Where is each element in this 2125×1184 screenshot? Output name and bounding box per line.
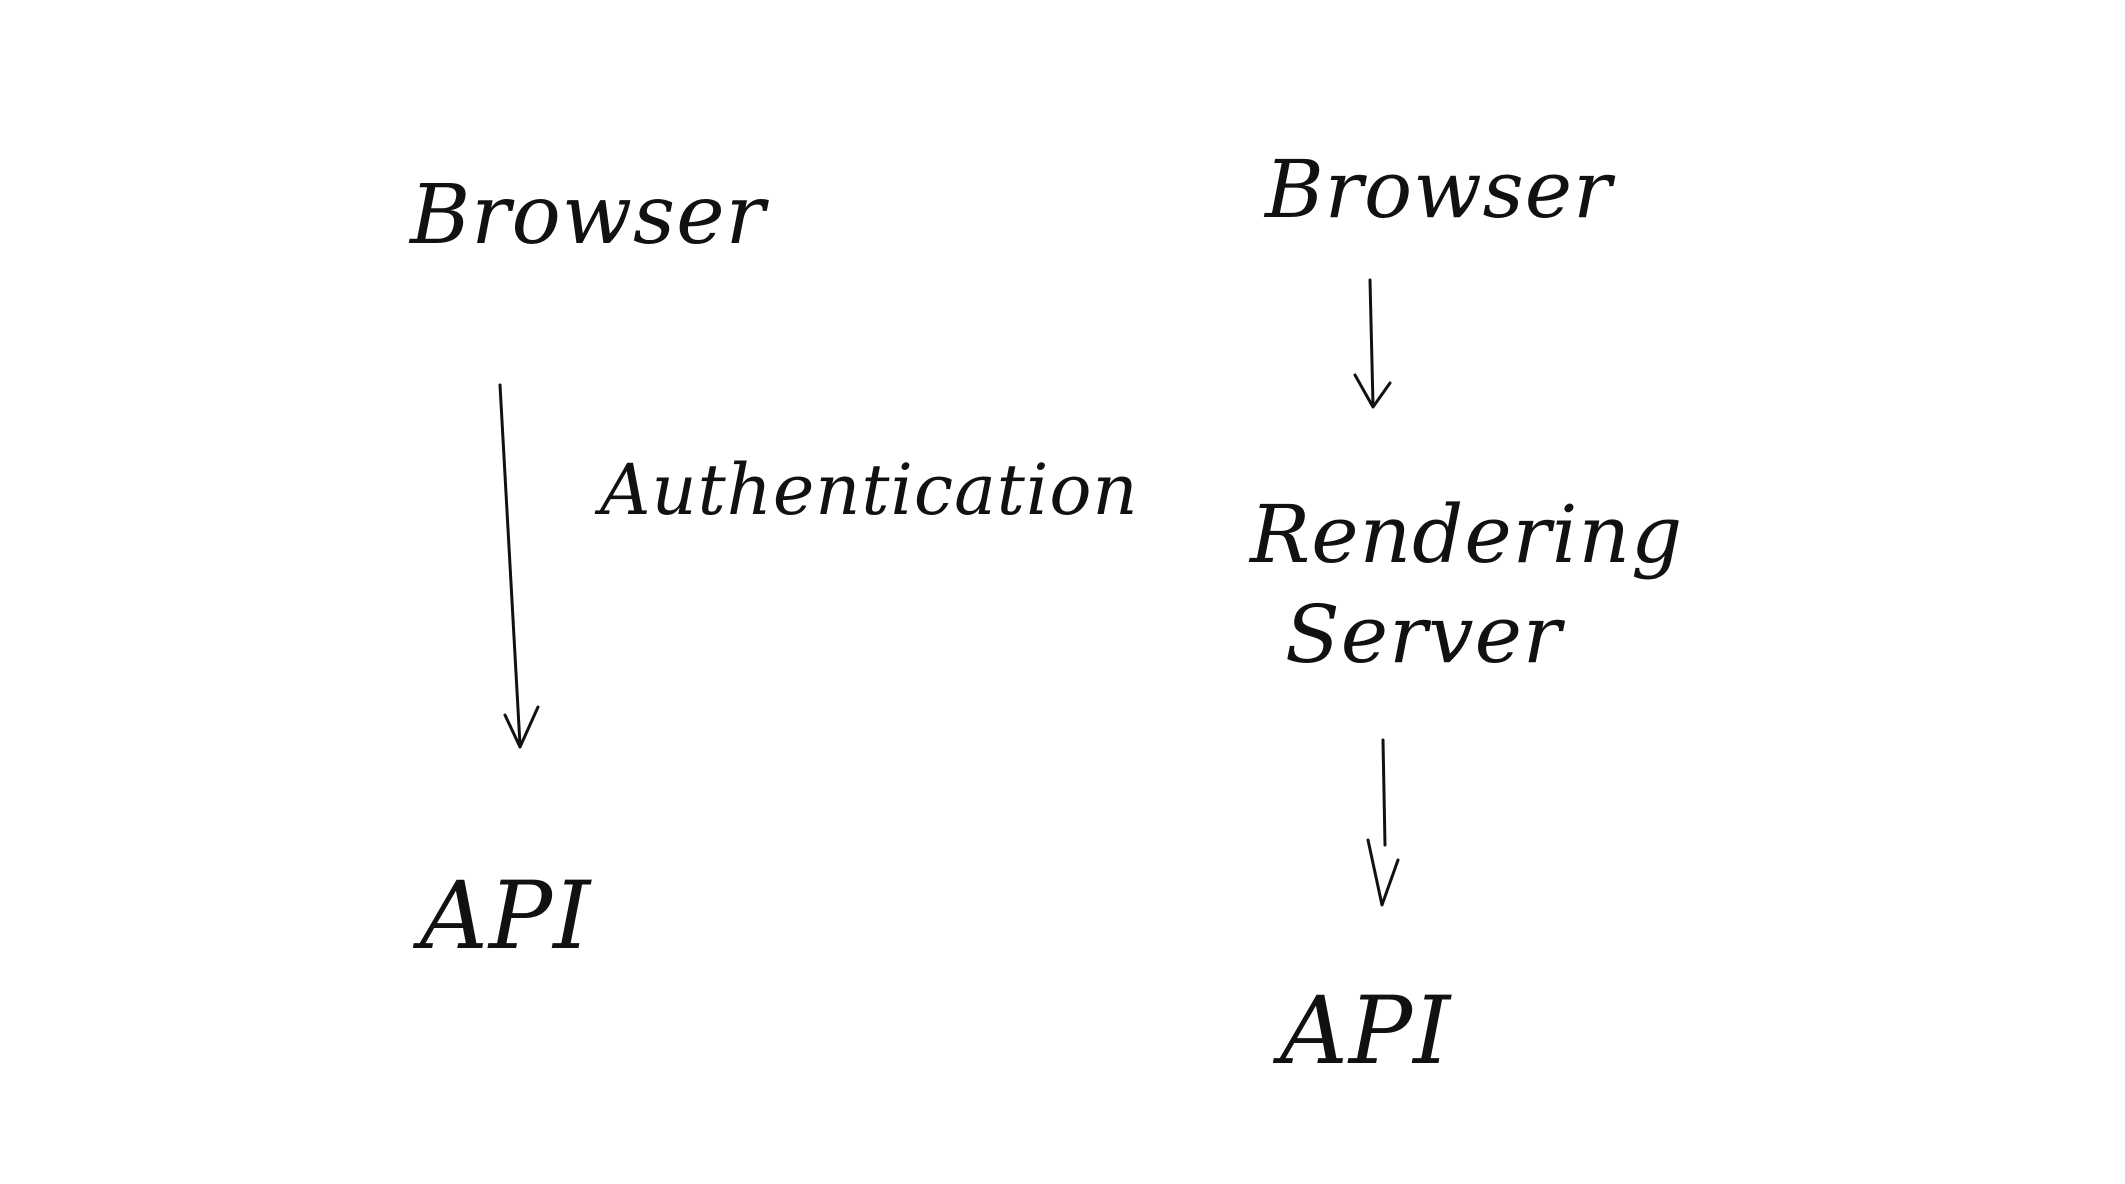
right-upper-down-arrow bbox=[1353, 278, 1392, 409]
left-browser-node: Browser bbox=[410, 168, 766, 263]
left-arrow-head bbox=[503, 705, 540, 749]
left-arrow-shaft bbox=[498, 383, 522, 747]
right-lower-arrow-shaft bbox=[1381, 738, 1387, 847]
rendering-server-node-line2: Server bbox=[1285, 588, 1563, 681]
rendering-server-node-line1: Rendering bbox=[1250, 488, 1684, 581]
right-upper-arrow-shaft bbox=[1368, 278, 1375, 407]
right-api-node: API bbox=[1280, 977, 1452, 1086]
right-lower-arrow-head bbox=[1366, 838, 1400, 907]
authentication-edge-label: Authentication bbox=[600, 449, 1139, 531]
left-down-arrow bbox=[498, 383, 540, 749]
left-api-node: API bbox=[420, 862, 592, 971]
right-lower-down-arrow bbox=[1366, 738, 1400, 907]
right-browser-node: Browser bbox=[1265, 143, 1613, 236]
right-upper-arrow-head bbox=[1353, 373, 1392, 409]
